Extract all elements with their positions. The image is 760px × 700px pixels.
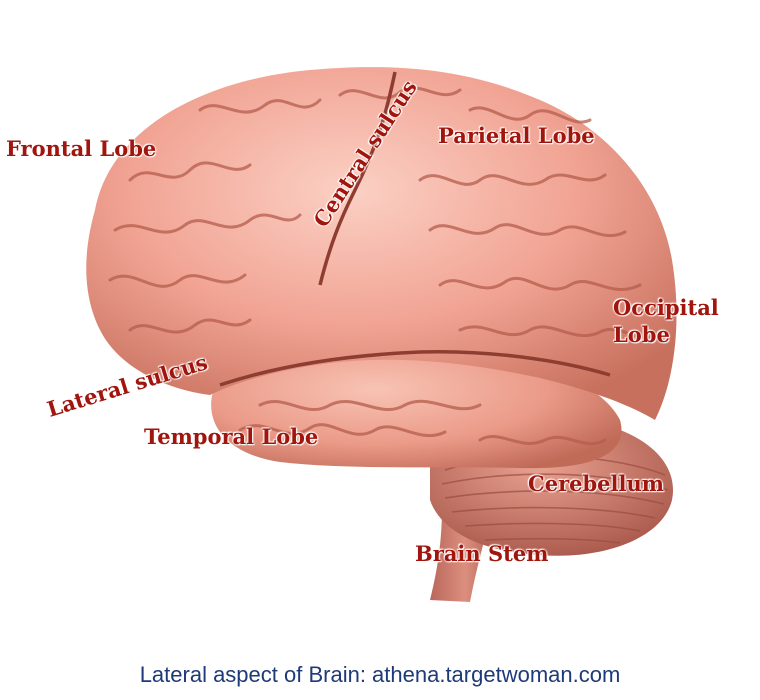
occipital-lobe-label-line1: Occipital (613, 295, 719, 320)
occipital-lobe-label-line2: Lobe (613, 322, 670, 348)
brain-stem-label: Brain Stem (415, 541, 549, 566)
frontal-lobe-label: Frontal Lobe (6, 136, 157, 161)
gyri-pattern (108, 86, 657, 446)
cerebellum-label: Cerebellum (528, 471, 664, 496)
temporal-lobe-label: Temporal Lobe (144, 424, 319, 449)
caption: Lateral aspect of Brain: athena.targetwo… (139, 662, 621, 687)
lateral-sulcus-line (219, 350, 611, 387)
parietal-lobe-label: Parietal Lobe (438, 123, 595, 148)
occipital-lobe-label: Occipital Lobe (613, 294, 719, 349)
central-sulcus-line (318, 71, 397, 286)
